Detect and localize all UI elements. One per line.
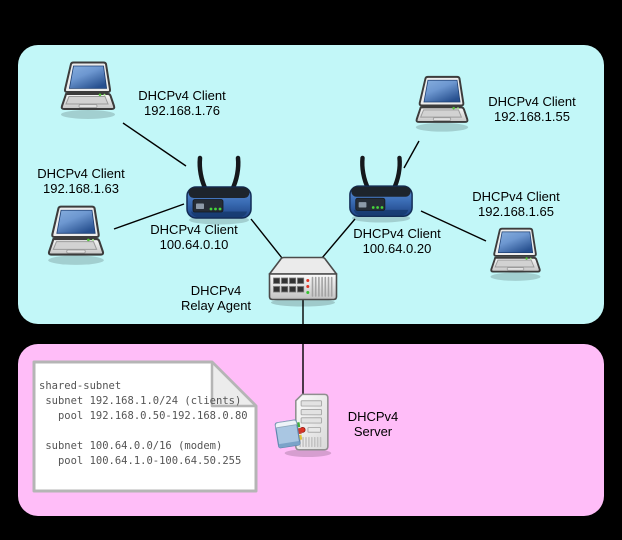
laptop-icon [485, 227, 546, 283]
label-dhcpv4-server: DHCPv4 Server [347, 409, 399, 439]
dhcp-config-text: shared-subnet subnet 192.168.1.0/24 (cli… [39, 380, 248, 467]
laptop-icon [42, 205, 110, 267]
wireless-router-icon [183, 154, 255, 226]
label-client-100-64-0-10: DHCPv4 Client 100.64.0.10 [150, 222, 238, 252]
config-note: shared-subnet subnet 192.168.1.0/24 (cli… [30, 358, 260, 495]
wireless-router-icon [346, 154, 416, 224]
label-client-192-168-1-76: DHCPv4 Client 192.168.1.76 [138, 88, 226, 118]
label-client-100-64-0-20: DHCPv4 Client 100.64.0.20 [353, 226, 441, 256]
label-client-192-168-1-63: DHCPv4 Client 192.168.1.63 [37, 166, 125, 196]
config-note-icon [32, 360, 258, 493]
label-client-192-168-1-55: DHCPv4 Client 192.168.1.55 [488, 94, 576, 124]
laptop-icon [410, 75, 474, 134]
laptop-icon [55, 61, 121, 121]
label-relay-agent: DHCPv4 Relay Agent [180, 283, 252, 313]
label-client-192-168-1-65: DHCPv4 Client 192.168.1.65 [472, 189, 560, 219]
